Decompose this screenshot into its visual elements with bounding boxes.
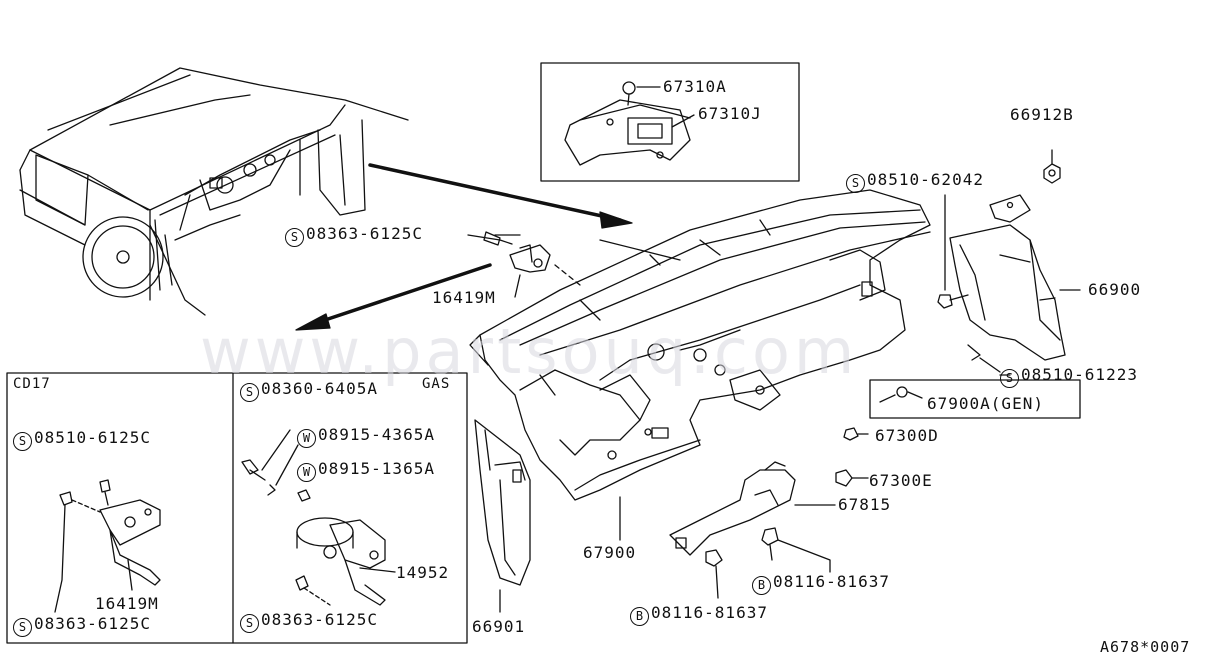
- prefix-badge: W: [297, 463, 316, 482]
- bracket-67815: [669, 461, 836, 556]
- part-number: 08360-6405A: [261, 379, 378, 398]
- label-66900[interactable]: 66900: [1088, 280, 1142, 299]
- screw-08510-61223: [967, 344, 1001, 373]
- label-67300E[interactable]: 67300E: [869, 471, 933, 490]
- screw-08510-62042: [937, 194, 969, 309]
- pillar-66901: [474, 419, 531, 613]
- label-67310J[interactable]: 67310J: [698, 104, 762, 123]
- label-67310A[interactable]: 67310A: [663, 77, 727, 96]
- label-66912B[interactable]: 66912B: [1010, 105, 1074, 124]
- prefix-badge: S: [285, 228, 304, 247]
- prefix-badge: S: [846, 174, 865, 193]
- label-67815[interactable]: 67815: [838, 495, 892, 514]
- label-67900[interactable]: 67900: [583, 543, 637, 562]
- pointer-arrows: [295, 163, 633, 331]
- label-16419M-main[interactable]: 16419M: [432, 288, 496, 307]
- inset-top-box: [540, 62, 800, 182]
- dash-panel-67900: [469, 189, 931, 501]
- prefix-badge: B: [752, 576, 771, 595]
- grommet-67900A: [869, 379, 1081, 419]
- part-number: 08116-81637: [773, 572, 890, 591]
- part-number: 08510-61223: [1021, 365, 1138, 384]
- gas-label-14952[interactable]: 14952: [396, 563, 450, 582]
- prefix-badge: S: [1000, 369, 1019, 388]
- prefix-badge: W: [297, 429, 316, 448]
- label-67900A-gen[interactable]: 67900A(GEN): [927, 394, 1044, 413]
- prefix-badge: S: [240, 383, 259, 402]
- grommet-67300E: [835, 469, 869, 487]
- clip-16419M: [467, 231, 581, 298]
- inset-engine-box: [6, 372, 468, 644]
- part-number: 08510-62042: [867, 170, 984, 189]
- gas-title: GAS: [422, 376, 451, 392]
- gas-bracket: [241, 429, 396, 606]
- part-number: 08363-6125C: [34, 614, 151, 633]
- prefix-badge: S: [13, 618, 32, 637]
- side-panel-66900: [949, 194, 1081, 361]
- part-number: 08915-1365A: [318, 459, 435, 478]
- label-66901[interactable]: 66901: [472, 617, 526, 636]
- cd17-bracket: [54, 479, 161, 613]
- part-number: 08915-4365A: [318, 425, 435, 444]
- prefix-badge: B: [630, 607, 649, 626]
- bolt-08116-81637-b: [705, 549, 723, 599]
- prefix-badge: S: [13, 432, 32, 451]
- prefix-badge: S: [240, 614, 259, 633]
- watermark: www.partsouq.com: [200, 315, 859, 388]
- bolt-08116-81637-a: [761, 527, 831, 573]
- grommet-67300D: [843, 427, 869, 441]
- label-67300D[interactable]: 67300D: [875, 426, 939, 445]
- diagram-code: A678*0007: [1100, 638, 1191, 656]
- part-number: 08363-6125C: [306, 224, 423, 243]
- part-number: 08510-6125C: [34, 428, 151, 447]
- cd17-title: CD17: [13, 376, 51, 392]
- cd17-label-16419M[interactable]: 16419M: [95, 594, 159, 613]
- part-number: 08116-81637: [651, 603, 768, 622]
- car-overview-illustration: [19, 67, 409, 316]
- nut-66912B: [1043, 149, 1061, 184]
- part-number: 08363-6125C: [261, 610, 378, 629]
